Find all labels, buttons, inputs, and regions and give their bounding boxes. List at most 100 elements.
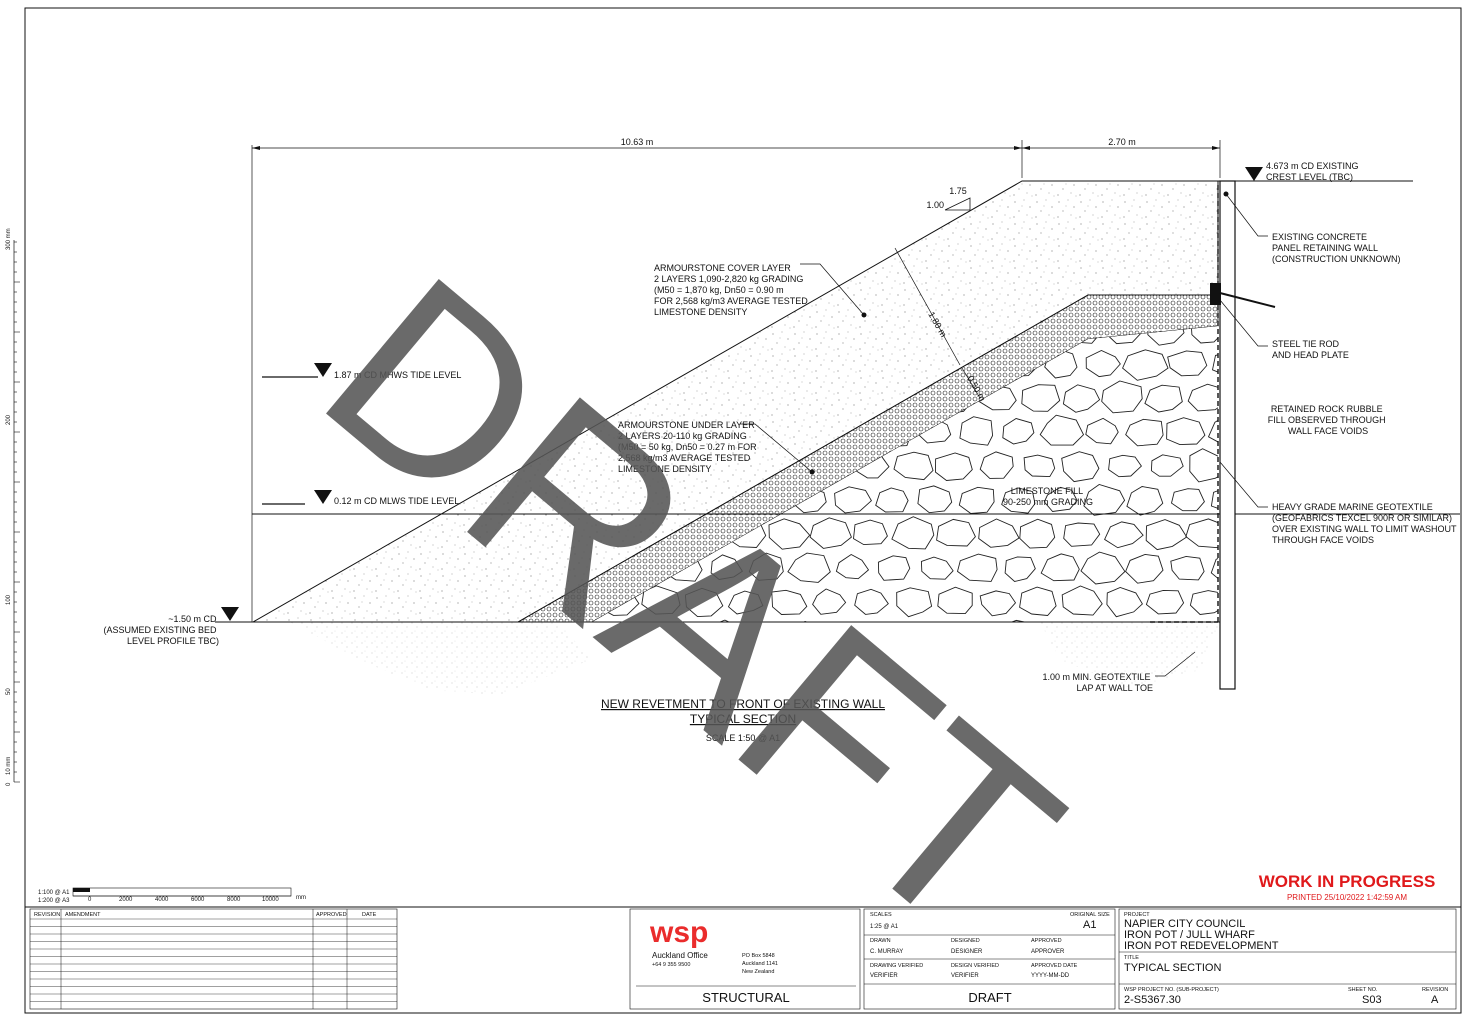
- svg-text:2000: 2000: [119, 897, 133, 903]
- rock: [727, 590, 764, 615]
- approved-by: APPROVER: [1031, 949, 1065, 955]
- svg-text:1:100 @ A1: 1:100 @ A1: [38, 890, 70, 896]
- bed-level-label: ~1.50 m CD (ASSUMED EXISTING BED LEVEL P…: [103, 614, 219, 646]
- rock: [1210, 553, 1218, 582]
- rock: [1101, 380, 1143, 414]
- rock: [641, 326, 677, 342]
- mlws-label: 0.12 m CD MLWS TIDE LEVEL: [334, 496, 459, 506]
- svg-text:200: 200: [6, 414, 12, 425]
- cover-thickness-dim: [894, 247, 961, 366]
- title-block: REVISION AMENDMENT APPROVED DATE wsp Auc…: [25, 906, 1461, 1010]
- svg-text:0: 0: [88, 897, 92, 903]
- crest-level-label: 4.673 m CD EXISTING CREST LEVEL (TBC): [1266, 161, 1361, 182]
- svg-text:SCALES: SCALES: [870, 912, 892, 918]
- limestone-fill-label: LIMESTONE FILL 90-250 mm GRADING: [1003, 486, 1093, 507]
- rock: [748, 552, 784, 581]
- col-amendment: AMENDMENT: [65, 912, 101, 918]
- rock: [1189, 590, 1218, 615]
- geotextile-label: HEAVY GRADE MARINE GEOTEXTILE (GEOFABRIC…: [1272, 502, 1459, 545]
- svg-text:100: 100: [6, 594, 12, 605]
- rock: [684, 587, 724, 618]
- approved-date: YYYY-MM-DD: [1031, 973, 1070, 979]
- col-revision: REVISION: [34, 912, 60, 918]
- bed-level-marker: [221, 607, 239, 621]
- rock: [1040, 553, 1080, 582]
- svg-text:SHEET NO.: SHEET NO.: [1348, 987, 1378, 993]
- svg-text:APPROVED: APPROVED: [1031, 938, 1062, 944]
- rock: [1002, 418, 1035, 445]
- dim-right-width: 2.70 m: [1108, 137, 1136, 147]
- rock: [1085, 350, 1121, 378]
- margin-scale: 300 mm 200 100 50 10 mm 0: [6, 228, 20, 786]
- rock: [999, 619, 1040, 622]
- rock: [834, 486, 872, 514]
- rock: [1145, 589, 1185, 615]
- svg-text:APPROVED DATE: APPROVED DATE: [1031, 963, 1078, 969]
- svg-text:6000: 6000: [191, 897, 205, 903]
- rock: [1125, 553, 1164, 584]
- seabed-hatch-right: [1040, 622, 1220, 688]
- mhws-label: 1.87 m CD MHWS TIDE LEVEL: [334, 370, 461, 380]
- rock: [979, 590, 1017, 617]
- rock: [835, 553, 870, 580]
- sheet-border: [24, 7, 1462, 1014]
- under-layer-label: ARMOURSTONE UNDER LAYER 2 LAYERS 20-110 …: [618, 420, 759, 474]
- slope-vertical: 1.00: [926, 200, 944, 210]
- rock: [1144, 384, 1183, 413]
- section-scale: SCALE 1:50 @ A1: [706, 733, 780, 743]
- rock: [853, 519, 888, 546]
- svg-text:REVISION: REVISION: [1422, 987, 1448, 993]
- rock: [1126, 486, 1164, 516]
- rock: [1043, 486, 1078, 512]
- rock: [1061, 585, 1103, 616]
- rock: [1187, 383, 1218, 412]
- rock: [1170, 555, 1205, 581]
- wall-leader-dot: [1223, 191, 1229, 197]
- geotextile-lap-label: 1.00 m MIN. GEOTEXTILE LAP AT WALL TOE: [1042, 672, 1153, 693]
- office-address: PO Box 5848 Auckland 1141 New Zealand: [742, 953, 780, 975]
- svg-text:TITLE: TITLE: [1124, 955, 1139, 961]
- printed-date: PRINTED 25/10/2022 1:42:59 AM: [1287, 893, 1407, 902]
- svg-text:DESIGNED: DESIGNED: [951, 938, 980, 944]
- rock: [641, 585, 681, 615]
- rock: [1122, 349, 1169, 381]
- seabed-hatch: [290, 622, 590, 695]
- office-phone: +64 9 355 9500: [652, 962, 690, 968]
- svg-text:0: 0: [6, 782, 12, 786]
- col-approved: APPROVED: [316, 912, 347, 918]
- wsp-logo: wsp: [649, 916, 708, 949]
- rock: [1145, 519, 1188, 551]
- scale-value: 1:25 @ A1: [870, 924, 899, 930]
- rock: [771, 589, 808, 615]
- rock: [1062, 384, 1101, 413]
- svg-text:300 mm: 300 mm: [6, 228, 12, 250]
- rock: [1080, 551, 1126, 585]
- rock: [875, 487, 909, 513]
- rock: [1083, 484, 1126, 516]
- rock: [1166, 417, 1206, 446]
- rock: [979, 451, 1014, 479]
- col-date: DATE: [362, 912, 377, 918]
- rock: [1085, 417, 1119, 445]
- rock: [1019, 518, 1056, 549]
- rock: [1004, 556, 1036, 582]
- svg-text:8000: 8000: [227, 897, 241, 903]
- scale-bar: 1:100 @ A1 1:200 @ A3 0 2000 4000 6000 8…: [38, 887, 306, 904]
- dim-left-width: 10.63 m: [621, 137, 654, 147]
- rock: [768, 518, 811, 550]
- rock: [1170, 488, 1205, 512]
- section-title-line1: NEW REVETMENT TO FRONT OF EXISTING WALL: [601, 697, 885, 711]
- tie-rod-head-plate: [1210, 283, 1221, 305]
- rock: [1021, 384, 1061, 412]
- rock: [599, 326, 637, 342]
- rock: [809, 517, 852, 549]
- svg-text:DESIGN VERIFIED: DESIGN VERIFIED: [951, 963, 999, 969]
- designed-by: DESIGNER: [951, 949, 983, 955]
- rock: [935, 452, 973, 481]
- drawing-verifier: VERIFIER: [870, 973, 898, 979]
- rock: [1019, 586, 1057, 616]
- rock: [1061, 451, 1100, 483]
- status-draft: DRAFT: [968, 990, 1011, 1005]
- rock: [1207, 416, 1218, 446]
- rock: [1039, 414, 1085, 446]
